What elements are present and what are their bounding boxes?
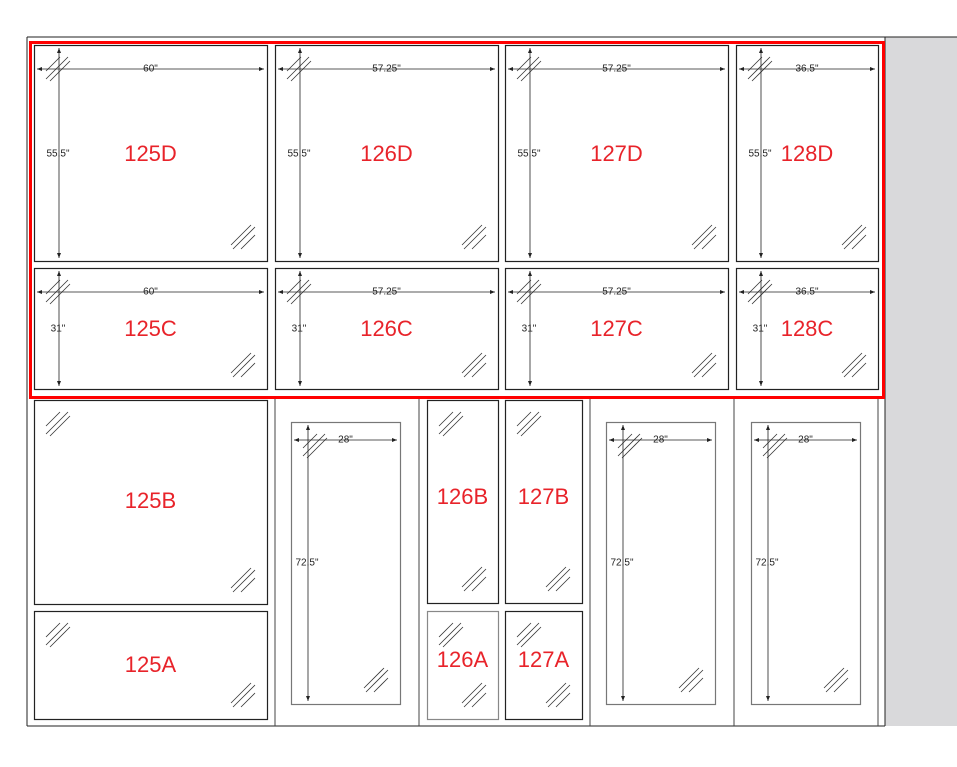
height-label: 31" xyxy=(292,324,307,335)
window-panel-126B[interactable]: 126B xyxy=(426,399,500,605)
width-label: 60" xyxy=(143,64,158,75)
window-panel-126A[interactable]: 126A xyxy=(426,610,500,721)
window-label: 126B xyxy=(437,484,488,509)
glass-frame xyxy=(504,399,584,605)
glass-reflection-icon xyxy=(438,411,487,592)
width-label: 28" xyxy=(338,435,353,446)
window-label: 126A xyxy=(437,647,489,672)
window-panel-tall-1[interactable]: 28" 72.5" xyxy=(290,421,402,706)
side-panel xyxy=(885,37,957,726)
selection-box[interactable] xyxy=(29,41,885,399)
window-label: 125A xyxy=(125,652,177,677)
glass-frame xyxy=(504,44,730,263)
height-label: 72.5" xyxy=(295,558,318,569)
window-panel-126D[interactable]: 57.25" 55.5" 126D xyxy=(274,44,500,263)
glass-frame xyxy=(274,267,500,391)
glass-frame xyxy=(33,44,269,263)
glass-frame xyxy=(504,267,730,391)
width-label: 28" xyxy=(653,435,668,446)
window-label: 127A xyxy=(518,647,570,672)
glass-frame xyxy=(33,610,269,721)
height-label: 72.5" xyxy=(755,558,778,569)
height-label: 55.5" xyxy=(748,149,771,160)
glass-frame xyxy=(33,267,269,391)
window-label: 127D xyxy=(590,141,643,166)
width-label: 57.25" xyxy=(372,287,401,298)
glass-frame xyxy=(504,610,584,721)
glass-reflection-icon xyxy=(302,433,389,693)
window-panel-tall-2[interactable]: 28" 72.5" xyxy=(605,421,717,706)
width-label: 36.5" xyxy=(795,287,818,298)
window-label: 127C xyxy=(590,316,643,341)
window-label: 125B xyxy=(125,488,176,513)
window-panel-128C[interactable]: 36.5" 31" 128C xyxy=(735,267,880,391)
window-panel-128D[interactable]: 36.5" 55.5" 128D xyxy=(735,44,880,263)
window-panel-tall-3[interactable]: 28" 72.5" xyxy=(750,421,862,706)
glass-reflection-icon xyxy=(45,279,256,378)
glass-frame xyxy=(426,399,500,605)
glass-frame xyxy=(735,267,880,391)
glass-reflection-icon xyxy=(762,433,849,693)
width-label: 57.25" xyxy=(602,287,631,298)
window-label: 128C xyxy=(781,316,834,341)
glass-frame xyxy=(605,421,717,706)
glass-frame xyxy=(735,44,880,263)
height-label: 55.5" xyxy=(46,149,69,160)
width-label: 57.25" xyxy=(372,64,401,75)
window-label: 127B xyxy=(518,484,569,509)
width-label: 36.5" xyxy=(795,64,818,75)
glass-reflection-icon xyxy=(286,56,487,250)
window-panel-127B[interactable]: 127B xyxy=(504,399,584,605)
width-label: 60" xyxy=(143,287,158,298)
glass-reflection-icon xyxy=(286,279,487,378)
height-label: 31" xyxy=(753,324,768,335)
window-panel-125A[interactable]: 125A xyxy=(33,610,269,721)
window-panel-127A[interactable]: 127A xyxy=(504,610,584,721)
glass-frame xyxy=(750,421,862,706)
window-label: 126D xyxy=(360,141,413,166)
glass-reflection-icon xyxy=(617,433,704,693)
glass-reflection-icon xyxy=(747,279,867,378)
window-panel-125B[interactable]: 125B xyxy=(33,399,269,606)
glass-reflection-icon xyxy=(516,622,571,708)
window-panel-125D[interactable]: 60" 55.5" 125D xyxy=(33,44,269,263)
height-label: 55.5" xyxy=(517,149,540,160)
window-panel-125C[interactable]: 60" 31" 125C xyxy=(33,267,269,391)
height-label: 72.5" xyxy=(610,558,633,569)
window-label: 125C xyxy=(124,316,177,341)
window-label: 125D xyxy=(124,141,177,166)
height-label: 31" xyxy=(51,324,66,335)
glass-frame xyxy=(33,399,269,606)
glass-reflection-icon xyxy=(516,411,571,592)
height-label: 31" xyxy=(522,324,537,335)
glass-reflection-icon xyxy=(45,411,256,593)
width-label: 28" xyxy=(798,435,813,446)
glass-reflection-icon xyxy=(45,622,256,708)
window-label: 128D xyxy=(781,141,834,166)
window-panel-127D[interactable]: 57.25" 55.5" 127D xyxy=(504,44,730,263)
glass-reflection-icon xyxy=(438,622,487,708)
glass-frame xyxy=(274,44,500,263)
glass-frame xyxy=(290,421,402,706)
height-label: 55.5" xyxy=(287,149,310,160)
width-label: 57.25" xyxy=(602,64,631,75)
window-panel-127C[interactable]: 57.25" 31" 127C xyxy=(504,267,730,391)
window-label: 126C xyxy=(360,316,413,341)
window-panel-126C[interactable]: 57.25" 31" 126C xyxy=(274,267,500,391)
glass-reflection-icon xyxy=(516,56,717,250)
